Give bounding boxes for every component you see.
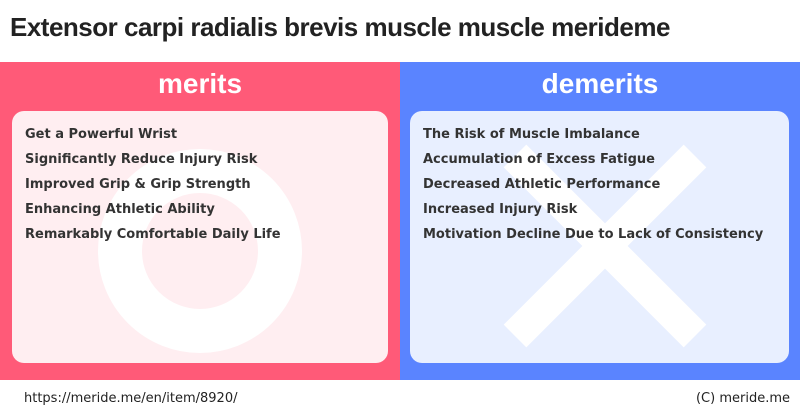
demerits-panel: demerits The Risk of Muscle Imbalance Ac… xyxy=(400,62,800,380)
demerits-list: The Risk of Muscle Imbalance Accumulatio… xyxy=(423,125,763,250)
copyright: (C) meride.me xyxy=(695,391,790,406)
merits-box: Get a Powerful Wrist Significantly Reduc… xyxy=(12,111,388,363)
merits-heading: merits xyxy=(157,68,243,99)
demerits-heading: demerits xyxy=(541,68,659,99)
list-item: Enhancing Athletic Ability xyxy=(25,202,215,217)
list-item: Accumulation of Excess Fatigue xyxy=(423,152,655,167)
cross-icon xyxy=(503,144,707,348)
page-title: Extensor carpi radialis brevis muscle mu… xyxy=(10,12,670,42)
list-item: Motivation Decline Due to Lack of Consis… xyxy=(423,227,764,242)
demerits-box: The Risk of Muscle Imbalance Accumulatio… xyxy=(410,111,789,363)
list-item: Remarkably Comfortable Daily Life xyxy=(25,227,281,242)
list-item: Significantly Reduce Injury Risk xyxy=(25,152,258,167)
list-item: Increased Injury Risk xyxy=(423,202,578,217)
merits-panel: merits Get a Powerful Wrist Significantl… xyxy=(0,62,400,380)
source-url[interactable]: https://meride.me/en/item/8920/ xyxy=(24,391,238,406)
circle-icon xyxy=(98,149,302,353)
merits-list: Get a Powerful Wrist Significantly Reduc… xyxy=(25,125,281,250)
list-item: Improved Grip & Grip Strength xyxy=(25,177,251,192)
list-item: The Risk of Muscle Imbalance xyxy=(423,127,640,142)
list-item: Decreased Athletic Performance xyxy=(423,177,661,192)
list-item: Get a Powerful Wrist xyxy=(25,127,178,142)
